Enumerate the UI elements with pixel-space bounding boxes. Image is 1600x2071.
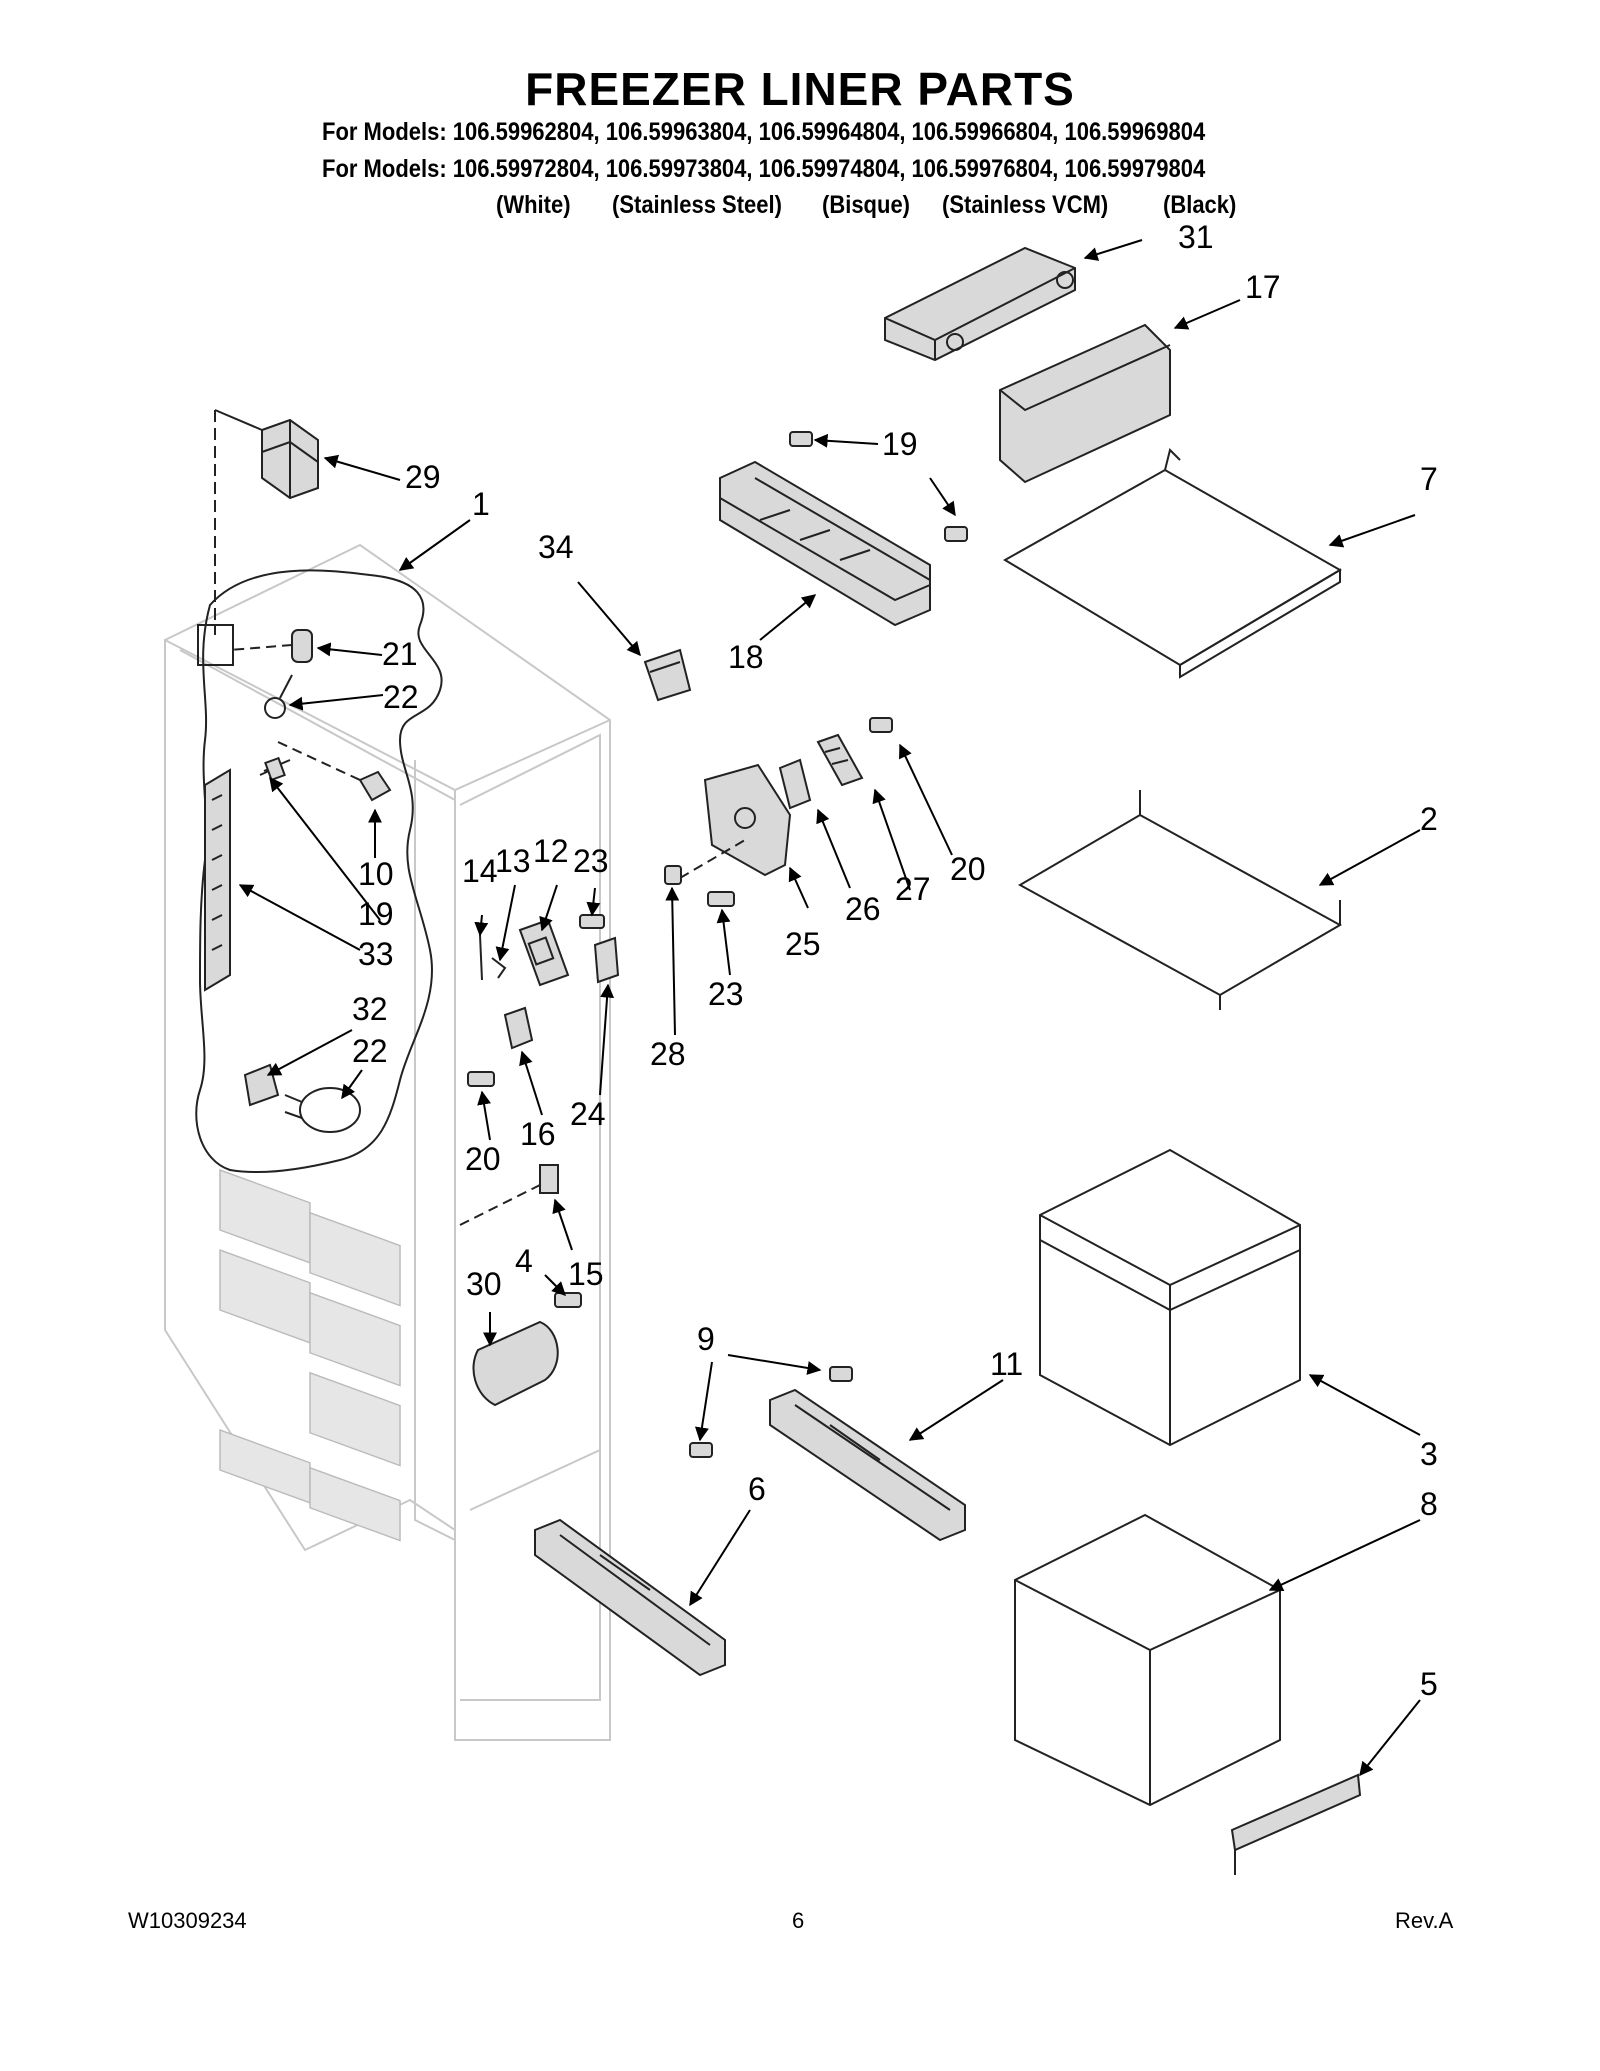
part-25-housing [703,763,792,877]
part-23-screw-mid [707,891,735,907]
callout-22-top: 22 [383,679,419,715]
part-9-screws [689,1366,853,1458]
callout-21: 21 [382,636,418,672]
color-stainless-steel: (Stainless Steel) [612,191,782,219]
callout-10: 10 [358,856,394,892]
callout-23-mid: 23 [708,976,744,1012]
callout-13: 13 [495,843,531,879]
callout-32: 32 [352,991,388,1027]
callout-2: 2 [1420,801,1438,837]
part-13-spring [491,957,507,979]
callout-6: 6 [748,1471,766,1507]
color-variants: (White) (Stainless Steel) (Bisque) (Stai… [0,191,1600,221]
page-title: FREEZER LINER PARTS [525,63,1075,115]
part-34-cover [643,648,692,702]
callout-7: 7 [1420,461,1438,497]
part-30-cover [472,1320,559,1407]
callout-19-top: 19 [882,426,918,462]
part-10-clip [277,741,392,802]
callout-11: 11 [990,1346,1023,1382]
callout-3: 3 [1420,1436,1438,1472]
leader-lines [238,239,1421,1777]
part-21-socket [197,624,313,666]
part-7-shelf [1003,448,1342,679]
callout-24: 24 [570,1096,606,1132]
page-number: 6 [792,1908,805,1933]
callout-18: 18 [728,639,764,675]
part-2-shelf [1017,790,1343,1010]
callout-30: 30 [466,1266,502,1302]
part-29-bracket [214,409,319,635]
part-22-bulb-bottom [284,1087,361,1133]
models-line-2: For Models: 106.59972804, 106.59973804, … [322,155,1206,183]
part-11-trim [769,1388,966,1542]
part-18-bracket [719,460,931,627]
cutaway-view [195,569,443,1173]
part-31-bracket [884,246,1076,362]
callout-33: 33 [358,936,394,972]
part-33-light-track [204,768,231,992]
part-20-screw-right [869,717,893,733]
callout-15: 15 [568,1256,604,1292]
part-17-panel [999,323,1171,484]
callout-12: 12 [533,833,569,869]
callout-27: 27 [895,871,931,907]
document-number: W10309234 [128,1908,247,1933]
color-stainless-vcm: (Stainless VCM) [942,191,1109,219]
part-19-screw-left [259,756,291,782]
part-19-screws-top [789,431,968,542]
callout-20-low: 20 [465,1141,501,1177]
part-26-plate [778,758,812,810]
color-bisque: (Bisque) [822,191,910,219]
part-6-trim [534,1518,726,1677]
color-white: (White) [496,191,571,219]
callout-20-right: 20 [950,851,986,887]
callout-8: 8 [1420,1486,1438,1522]
part-3-basket [1039,1148,1301,1447]
part-24-switch [593,936,620,984]
part-8-basket [1014,1513,1281,1807]
part-32-socket [243,1063,280,1107]
callout-1: 1 [472,486,490,522]
part-16-board [503,1006,534,1050]
color-black: (Black) [1163,191,1237,219]
part-4-screw [554,1292,582,1308]
part-14-pin [479,934,483,981]
callout-23-left: 23 [573,843,609,879]
callout-29: 29 [405,459,441,495]
callout-17: 17 [1245,269,1281,305]
part-22-bulb-top [264,674,293,719]
part-15-switch [459,1164,559,1226]
callout-4: 4 [515,1243,533,1279]
callout-labels: 31 17 29 1 19 7 34 18 21 22 10 19 33 32 … [352,219,1438,1702]
callout-26: 26 [845,891,881,927]
part-28-knob [664,839,746,885]
part-12-module [518,918,570,987]
callout-22-bottom: 22 [352,1033,388,1069]
callout-9: 9 [697,1321,715,1357]
callout-31: 31 [1178,219,1214,255]
callout-25: 25 [785,926,821,962]
part-20-screw-low [467,1071,495,1087]
revision: Rev.A [1395,1908,1454,1933]
callout-34: 34 [538,529,574,565]
callout-16: 16 [520,1116,556,1152]
callout-19-left: 19 [358,896,394,932]
models-line-1: For Models: 106.59962804, 106.59963804, … [322,118,1206,146]
part-27-board [816,733,864,787]
callout-14: 14 [462,853,498,889]
freezer-liner [164,543,611,1741]
part-5-trim [1230,1773,1362,1875]
callout-28: 28 [650,1036,686,1072]
callout-5: 5 [1420,1666,1438,1702]
part-23-screw-left [579,914,605,929]
